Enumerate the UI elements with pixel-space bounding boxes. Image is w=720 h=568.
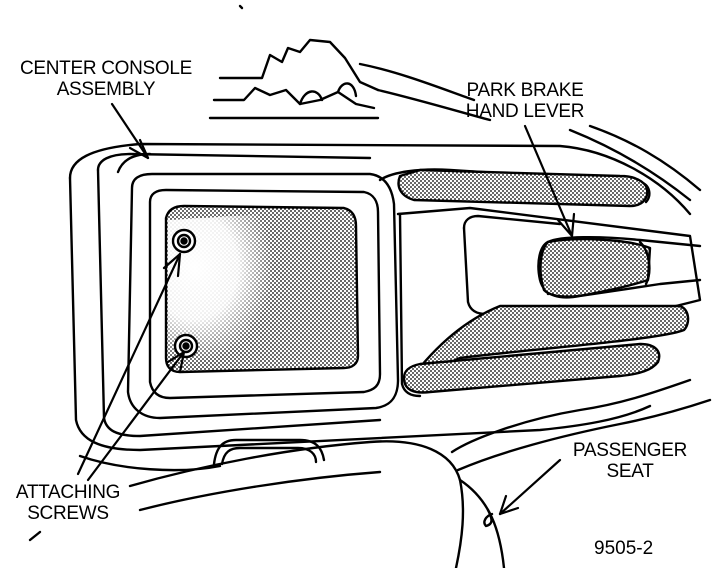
console-front-trim <box>78 438 326 472</box>
brake-area <box>378 168 702 398</box>
figure-number: 9505-2 <box>594 538 654 559</box>
label-attaching-screws-line2: SCREWS <box>27 503 109 524</box>
leader-attaching-screws <box>76 252 186 482</box>
label-attaching-screws-line1: ATTACHING <box>15 482 121 503</box>
label-park-brake-hand-lever: PARK BRAKE HAND LEVER <box>440 80 610 122</box>
attaching-screw-lower <box>173 333 199 359</box>
dashboard-edge <box>208 38 702 202</box>
label-passenger-seat-line1: PASSENGER <box>572 440 688 461</box>
attaching-screw-upper <box>171 228 197 254</box>
label-park-brake-line1: PARK BRAKE <box>466 80 584 101</box>
leader-passenger-seat <box>498 458 562 516</box>
passenger-seat <box>128 378 712 568</box>
label-center-console-line1: CENTER CONSOLE <box>19 58 193 79</box>
park-brake-lever <box>537 236 702 299</box>
leader-park-brake <box>523 124 576 238</box>
label-passenger-seat-line2: SEAT <box>606 461 654 482</box>
label-center-console-line2: ASSEMBLY <box>56 79 156 100</box>
label-attaching-screws: ATTACHING SCREWS <box>0 482 136 524</box>
armrest-lid <box>126 172 400 420</box>
label-center-console-assembly: CENTER CONSOLE ASSEMBLY <box>6 58 206 100</box>
leader-center-console <box>110 102 150 160</box>
label-passenger-seat: PASSENGER SEAT <box>556 440 704 482</box>
label-park-brake-line2: HAND LEVER <box>465 101 585 122</box>
